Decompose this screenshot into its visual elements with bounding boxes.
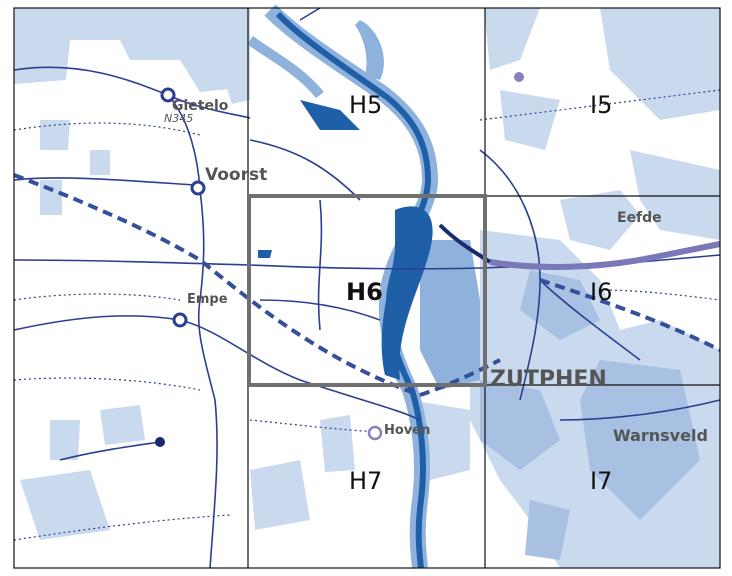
minor-roads [13,89,721,541]
highway-link [438,223,492,264]
place-label-hoven: Hoven [384,423,430,438]
place-label-voorst: Voorst [205,165,267,185]
cell-label-h7[interactable]: H7 [349,467,382,495]
place-label-empe: Empe [187,292,228,307]
marker-voorst [190,180,206,196]
cell-label-h5[interactable]: H5 [349,91,382,119]
marker-dot-west [155,437,165,447]
place-label-zutphen: ZUTPHEN [490,367,607,392]
marker-empe [172,312,188,328]
highway [489,241,721,270]
marker-hoven [367,425,383,441]
selected-cell-frame[interactable] [247,194,487,387]
road-label-n345: N345 [164,112,193,125]
place-label-gietelo: Gietelo [172,98,229,114]
cell-label-i5[interactable]: I5 [590,91,612,119]
cell-label-i6[interactable]: I6 [590,278,612,306]
marker-gietelo [160,87,176,103]
place-markers [155,72,524,447]
urban-cores [480,270,700,560]
place-label-eefde: Eefde [617,210,662,226]
river-ijssel [247,4,480,569]
marker-dot-north [514,72,524,82]
cell-label-i7[interactable]: I7 [590,467,612,495]
railway [13,173,721,397]
place-label-warnsveld: Warnsveld [613,426,708,445]
cell-label-h6[interactable]: H6 [346,278,383,306]
